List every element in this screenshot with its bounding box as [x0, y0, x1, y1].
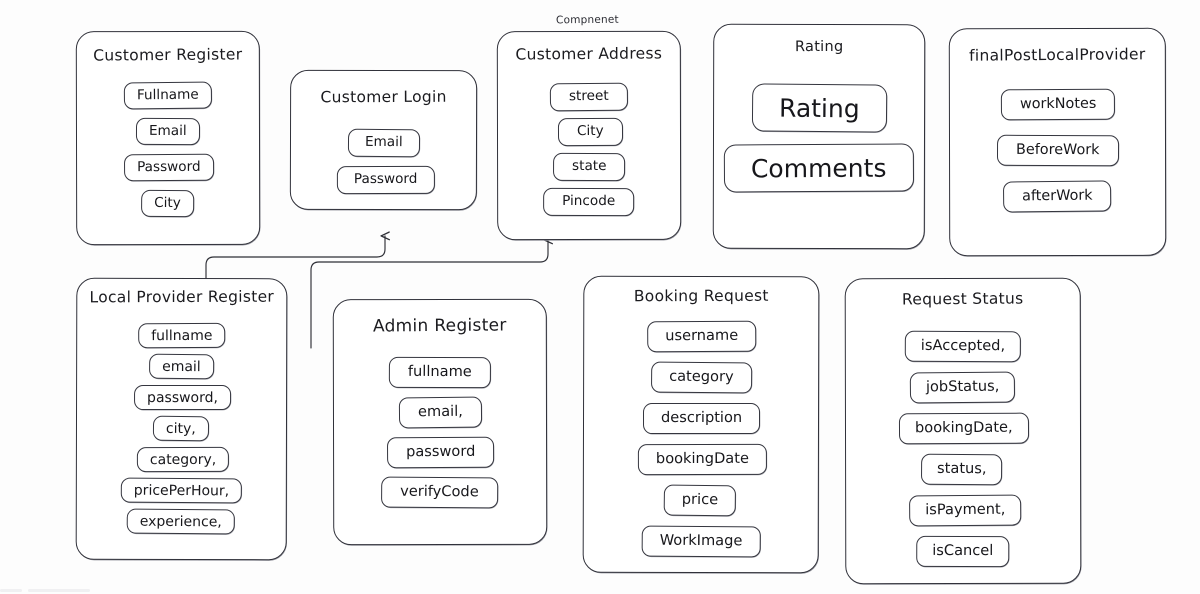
- field-item[interactable]: experience,: [127, 508, 236, 535]
- field-item[interactable]: city,: [152, 415, 209, 442]
- card-title: Local Provider Register: [89, 287, 275, 307]
- field-item[interactable]: pricePerHour,: [120, 477, 243, 504]
- cut-off-bar-2: [28, 589, 90, 592]
- entity-card-customer-address[interactable]: Customer Address street City state Pinco…: [496, 30, 682, 241]
- field-item[interactable]: state: [552, 152, 626, 182]
- field-list: Email Password: [291, 128, 476, 203]
- entity-card-customer-login[interactable]: Customer Login Email Password: [289, 69, 478, 211]
- field-item[interactable]: BeforeWork: [996, 134, 1119, 167]
- field-list: fullname email, password verifyCode: [334, 356, 546, 517]
- card-title: Customer Address: [515, 44, 663, 64]
- field-list: Fullname Email Password City: [77, 81, 259, 226]
- entity-card-admin-register[interactable]: Admin Register fullname email, password …: [332, 298, 548, 546]
- field-item[interactable]: category,: [137, 446, 230, 473]
- field-item[interactable]: jobStatus,: [910, 371, 1016, 404]
- field-list: workNotes BeforeWork afterWork: [950, 88, 1165, 227]
- field-list: Rating Comments: [714, 83, 924, 205]
- field-item[interactable]: street: [549, 82, 628, 112]
- entity-card-rating[interactable]: Rating Rating Comments: [712, 23, 926, 250]
- card-title: Booking Request: [633, 286, 769, 306]
- field-item[interactable]: password,: [134, 384, 232, 411]
- card-title: Customer Login: [320, 87, 447, 107]
- entity-card-booking-request[interactable]: Booking Request username category descri…: [582, 275, 820, 574]
- field-item[interactable]: Email: [136, 117, 200, 146]
- entity-card-customer-register[interactable]: Customer Register Fullname Email Passwor…: [75, 30, 261, 246]
- field-item[interactable]: email,: [398, 396, 482, 429]
- field-item[interactable]: fullname: [388, 356, 491, 389]
- field-list: isAccepted, jobStatus, bookingDate, stat…: [846, 330, 1081, 577]
- card-title: Admin Register: [372, 315, 507, 337]
- field-item[interactable]: isAccepted,: [904, 330, 1022, 363]
- field-item[interactable]: description: [643, 402, 761, 435]
- cut-off-bar: [0, 589, 22, 592]
- card-title: finalPostLocalProvider: [969, 45, 1146, 65]
- field-item[interactable]: isCancel: [916, 535, 1010, 568]
- field-item[interactable]: Rating: [751, 83, 887, 133]
- field-item[interactable]: Fullname: [123, 81, 212, 110]
- field-item[interactable]: bookingDate: [638, 443, 768, 476]
- field-item[interactable]: Pincode: [543, 187, 635, 217]
- field-item[interactable]: verifyCode: [380, 476, 498, 509]
- field-item[interactable]: City: [140, 189, 194, 218]
- field-item[interactable]: afterWork: [1003, 180, 1112, 213]
- field-item[interactable]: WorkImage: [641, 525, 761, 558]
- entity-card-local-provider-register[interactable]: Local Provider Register fullname email p…: [75, 277, 288, 561]
- field-item[interactable]: Email: [347, 128, 420, 158]
- field-item[interactable]: bookingDate,: [899, 412, 1029, 445]
- field-item[interactable]: Password: [336, 165, 435, 195]
- card-title: Request Status: [901, 289, 1024, 309]
- card-title: Rating: [794, 38, 844, 56]
- field-item[interactable]: City: [557, 117, 623, 147]
- entity-card-final-post-local-provider[interactable]: finalPostLocalProvider workNotes BeforeW…: [948, 27, 1167, 257]
- component-annotation-label: Compnenet: [555, 13, 619, 27]
- field-list: fullname email password, city, category,…: [77, 322, 287, 541]
- entity-card-request-status[interactable]: Request Status isAccepted, jobStatus, bo…: [844, 277, 1082, 585]
- field-item[interactable]: workNotes: [1001, 88, 1116, 121]
- field-item[interactable]: email: [149, 353, 215, 380]
- field-item[interactable]: password: [387, 436, 495, 469]
- field-item[interactable]: fullname: [137, 322, 226, 349]
- field-item[interactable]: category: [650, 361, 752, 394]
- field-item[interactable]: isPayment,: [908, 494, 1022, 527]
- card-title: Customer Register: [93, 45, 243, 65]
- field-item[interactable]: username: [646, 320, 756, 353]
- field-list: username category description bookingDat…: [584, 320, 819, 568]
- field-item[interactable]: price: [663, 484, 737, 517]
- field-item[interactable]: status,: [921, 453, 1003, 486]
- field-item[interactable]: Password: [124, 153, 214, 182]
- field-list: street City state Pincode: [498, 82, 680, 223]
- field-item[interactable]: Comments: [724, 143, 914, 193]
